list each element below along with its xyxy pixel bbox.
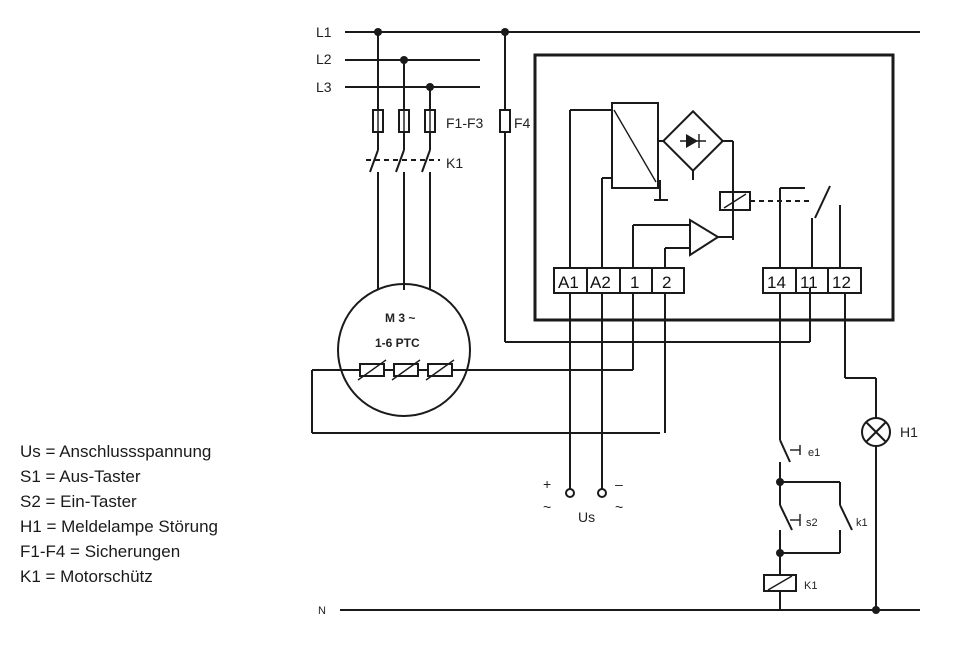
- terminal-2: 2: [662, 273, 671, 292]
- l1-label: L1: [316, 24, 332, 40]
- motor-m3: [337, 283, 471, 417]
- transformer-block: [611, 102, 659, 189]
- s1-off-button: [779, 439, 801, 463]
- us-plus-sign: +: [543, 476, 551, 492]
- legend-item: K1 = Motorschütz: [20, 567, 153, 586]
- k1-aux-label: k1: [856, 517, 868, 529]
- s1-label: e1: [808, 447, 820, 459]
- lamp-h1: [861, 417, 891, 447]
- l3-label: L3: [316, 79, 332, 95]
- s2-on-button: [779, 504, 801, 531]
- k1-main-label: K1: [446, 155, 463, 171]
- terminal-1: 1: [630, 273, 639, 292]
- terminal-11: 11: [800, 273, 818, 292]
- legend-item: H1 = Meldelampe Störung: [20, 517, 218, 536]
- terminal-strip-left: [553, 267, 685, 294]
- us-minus-sign: –: [615, 476, 623, 492]
- us-tilde-right: ~: [615, 499, 623, 515]
- fuse-f4: [499, 109, 511, 133]
- us-supply-label: Us: [578, 509, 595, 525]
- k1-coil: [763, 574, 797, 592]
- terminal-12: 12: [832, 273, 851, 292]
- k1-aux-contact: [839, 504, 853, 531]
- contactor-k1-contacts: [366, 149, 440, 173]
- motor-type-label: M 3 ~: [385, 311, 415, 325]
- legend-item: S1 = Aus-Taster: [20, 467, 141, 486]
- supply-lines: [340, 31, 920, 611]
- output-relay: [719, 175, 841, 268]
- comparator-amplifier: [689, 218, 720, 257]
- thermistor-relay-enclosure: [533, 53, 895, 322]
- l2-label: L2: [316, 51, 332, 67]
- fuse-f1-f3-label: F1-F3: [446, 115, 484, 131]
- rectifier-bridge: [661, 109, 725, 173]
- terminal-a2: A2: [590, 273, 611, 292]
- us-tilde-left: ~: [543, 499, 551, 515]
- n-label: N: [318, 605, 326, 617]
- legend-item: S2 = Ein-Taster: [20, 492, 137, 511]
- terminal-14: 14: [767, 273, 786, 292]
- k1-coil-label: K1: [804, 580, 817, 592]
- ptc-sensors: [311, 359, 660, 434]
- legend: Us = Anschlussspannung S1 = Aus-Taster S…: [20, 442, 218, 586]
- legend-item: Us = Anschlussspannung: [20, 442, 211, 461]
- legend-item: F1-F4 = Sicherungen: [20, 542, 180, 561]
- fuses-f1-f3: [372, 109, 436, 133]
- motor-ptc-label: 1-6 PTC: [375, 336, 420, 350]
- terminal-a1: A1: [558, 273, 579, 292]
- fuse-f4-label: F4: [514, 115, 531, 131]
- terminal-strip-right: [762, 267, 862, 294]
- lamp-h1-label: H1: [900, 424, 918, 440]
- s2-label: s2: [806, 517, 818, 529]
